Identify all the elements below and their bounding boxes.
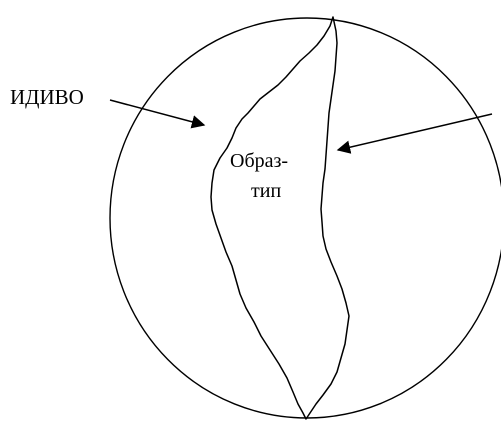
idivo-label: ИДИВО <box>10 85 84 109</box>
obraz-tip-label-line2: тип <box>251 180 281 202</box>
obraz-tip-arrow <box>338 114 492 150</box>
obraz-tip-label-line1: Образ- <box>230 150 288 172</box>
idivo-arrow <box>110 100 204 125</box>
inner-shape <box>211 17 349 419</box>
outer-circle <box>110 18 501 418</box>
